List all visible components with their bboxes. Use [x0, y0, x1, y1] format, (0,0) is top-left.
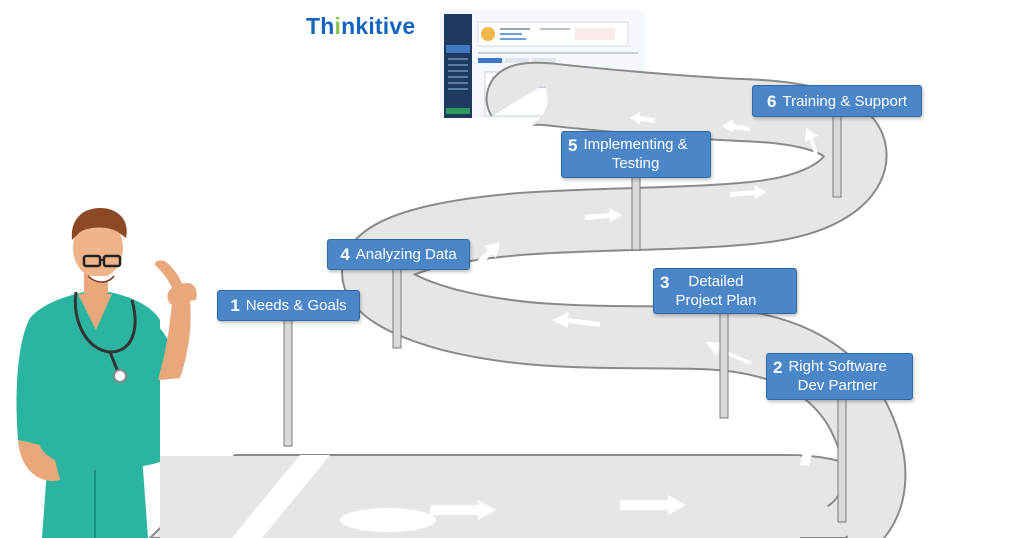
step-6-number: 6 — [767, 91, 777, 111]
step-2-sign: 2 Right Software Dev Partner — [766, 353, 913, 400]
step-1-sign: 1 Needs & Goals — [217, 290, 360, 321]
step-4-number: 4 — [340, 245, 350, 264]
step-6-sign: 6 Training & Support — [752, 85, 922, 117]
step-3-number: 3 — [660, 273, 670, 292]
arrow-icon — [630, 112, 655, 124]
step-1-number: 1 — [230, 296, 240, 315]
step-2-number: 2 — [773, 358, 783, 377]
logo-text-start: Th — [306, 13, 335, 39]
post-5 — [631, 175, 641, 251]
post-6 — [832, 114, 842, 198]
step-5-sign: 5 Implementing & Testing — [561, 131, 711, 178]
post-3 — [719, 311, 729, 419]
arrow-icon — [800, 418, 822, 466]
arrow-icon — [722, 119, 750, 132]
post-1 — [283, 317, 293, 447]
winding-road — [148, 61, 907, 538]
post-4 — [392, 267, 402, 349]
step-5-number: 5 — [568, 136, 578, 155]
step-4-label: Analyzing Data — [355, 246, 457, 263]
arrow-icon — [552, 312, 600, 328]
step-1-label: Needs & Goals — [245, 297, 347, 314]
step-3-sign: 3 Detailed Project Plan — [653, 268, 797, 314]
thinkitive-logo: Thinkitive — [306, 13, 415, 40]
arrow-icon — [730, 185, 766, 199]
logo-text-end: nkitive — [341, 13, 416, 39]
arrow-icon — [805, 128, 818, 157]
step-4-sign: 4 Analyzing Data — [327, 239, 470, 270]
step-3-label: Detailed Project Plan — [675, 273, 757, 309]
logo-accent-letter: i — [334, 13, 342, 39]
step-6-label: Training & Support — [782, 92, 907, 110]
arrow-icon — [620, 495, 686, 515]
doctor-illustration — [16, 208, 197, 538]
step-2-label: Right Software Dev Partner — [788, 358, 887, 394]
road-arrows — [430, 112, 822, 520]
post-2 — [837, 397, 847, 523]
arrow-icon — [470, 242, 500, 272]
arrow-icon — [706, 342, 752, 365]
arrow-icon — [585, 208, 622, 222]
step-5-label: Implementing & Testing — [583, 136, 688, 172]
arrow-icon — [430, 500, 496, 520]
